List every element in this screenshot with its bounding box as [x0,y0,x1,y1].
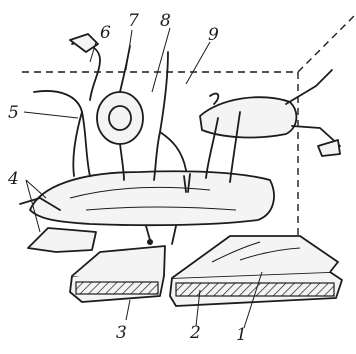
label-8: 8 [160,11,171,31]
label-9: 9 [208,25,219,45]
label-1: 1 [236,325,247,345]
label-7: 7 [128,11,139,31]
label-6: 6 [100,23,111,43]
neuron-body [97,46,143,144]
label-3: 3 [116,323,127,343]
label-4: 4 [7,169,19,189]
myelinated-fiber-left [70,246,165,302]
myelinated-fiber-right [170,236,342,306]
label-2: 2 [189,323,201,343]
label-5: 5 [8,103,19,123]
upper-right-cell [200,70,340,156]
